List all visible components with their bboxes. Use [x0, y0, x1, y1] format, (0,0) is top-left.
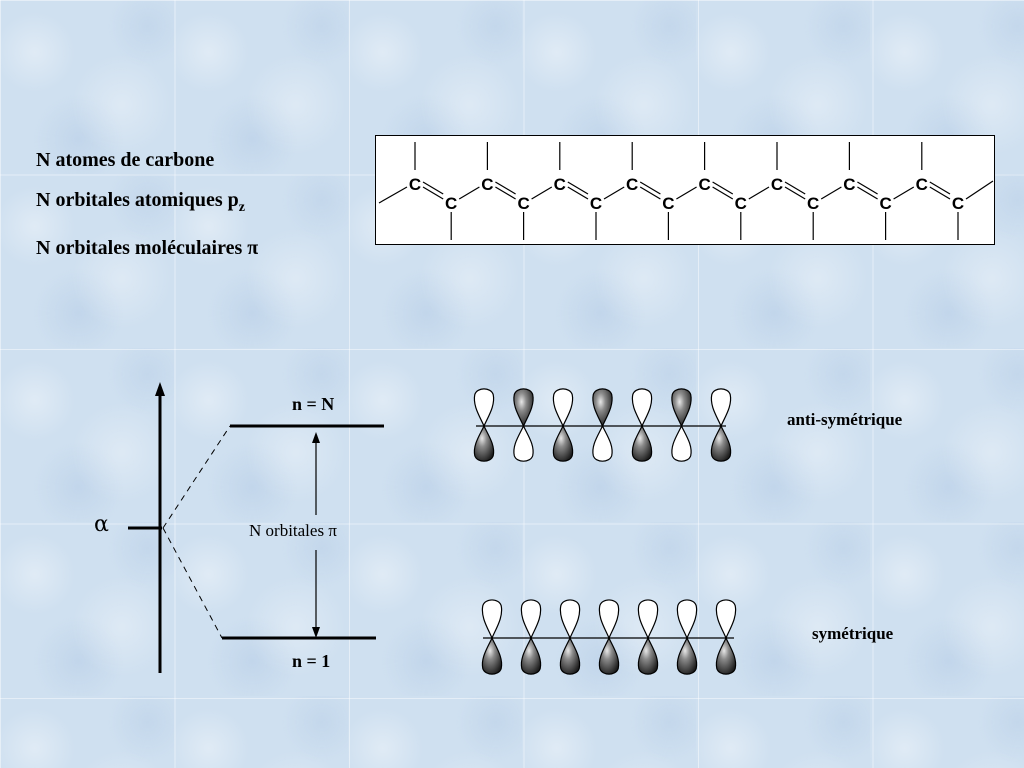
chain-carbon-atom: C	[626, 175, 638, 194]
antisymmetric-label: anti-symétrique	[787, 410, 903, 429]
chain-carbon-atom: C	[735, 194, 747, 213]
bottom-level-label: n = 1	[292, 651, 331, 671]
chain-double-bond-second-line	[422, 181, 444, 195]
chain-end-bond-right	[965, 180, 994, 200]
chain-carbon-atom: C	[517, 194, 529, 213]
chain-single-bond	[676, 186, 697, 200]
chain-single-bond	[458, 186, 480, 200]
symmetric-lobe-top	[715, 599, 737, 640]
chain-double-bond-second-line	[857, 181, 878, 195]
symmetric-lobe-bottom	[598, 636, 620, 675]
chain-double-bond	[639, 186, 661, 200]
chain-carbon-atom: C	[879, 194, 891, 213]
chain-single-bond	[893, 186, 915, 200]
chain-single-bond	[603, 186, 625, 200]
chain-carbon-atom: C	[807, 194, 819, 213]
antisymmetric-orbital-row	[473, 388, 732, 462]
chain-double-bond-second-line	[639, 181, 661, 195]
intro-line-molecular-orbitals: N orbitales moléculaires π	[36, 237, 259, 259]
chain-carbon-atom: C	[662, 194, 674, 213]
chain-carbon-atom: C	[481, 175, 493, 194]
symmetric-lobe-top	[481, 599, 503, 640]
chain-single-bond	[531, 186, 553, 200]
chain-carbon-atom: C	[698, 175, 710, 194]
intro-text: N atomes de carbone N orbitales atomique…	[36, 140, 258, 268]
symmetric-lobe-bottom	[637, 636, 659, 675]
chain-double-bond-second-line	[784, 181, 806, 195]
chain-end-bond-left	[378, 186, 408, 204]
symmetric-lobe-top	[520, 599, 542, 640]
symmetric-lobe-top	[637, 599, 659, 640]
chain-single-bond	[820, 186, 842, 200]
alpha-label: α	[94, 512, 109, 537]
dashed-connector-bottom	[162, 527, 223, 639]
chain-double-bond	[929, 186, 951, 200]
antisymmetric-lobe-top	[473, 388, 495, 428]
symmetric-lobe-bottom	[481, 636, 503, 675]
chain-double-bond	[857, 186, 878, 200]
polyene-chain-structure: C C C C C C C C C C C C C C C C	[378, 142, 994, 240]
antisymmetric-lobe-bottom	[513, 424, 534, 462]
chain-carbon-atom: C	[590, 194, 602, 213]
symmetric-lobe-top	[559, 599, 581, 640]
antisymmetric-lobe-top	[592, 388, 613, 428]
symmetric-orbital-row	[481, 599, 737, 675]
intro-line-carbon-atoms: N atomes de carbone	[36, 149, 215, 171]
dashed-connector-top	[162, 425, 231, 529]
span-arrow-down-head	[312, 627, 320, 638]
antisymmetric-lobe-bottom	[473, 424, 495, 462]
intro-line-atomic-orbitals-text: N orbitales atomiques p	[36, 189, 239, 211]
chain-double-bond-second-line	[929, 181, 951, 195]
energy-axis-arrowhead	[155, 382, 165, 396]
antisymmetric-lobe-bottom	[631, 424, 653, 462]
chain-carbon-atom: C	[952, 194, 964, 213]
chain-double-bond	[422, 186, 444, 200]
chain-carbon-atom: C	[554, 175, 566, 194]
chain-carbon-atom: C	[916, 175, 928, 194]
antisymmetric-lobe-top	[631, 388, 653, 428]
symmetric-label: symétrique	[812, 624, 894, 643]
symmetric-lobe-bottom	[715, 636, 737, 675]
top-level-label: n = N	[292, 394, 335, 414]
chain-carbon-atom: C	[843, 175, 855, 194]
chain-double-bond-second-line	[495, 181, 516, 195]
span-arrow-up-head	[312, 432, 320, 443]
polyene-chain-panel: C C C C C C C C C C C C C C C C	[375, 135, 995, 245]
chain-double-bond-second-line	[712, 181, 734, 195]
chain-single-bond	[748, 186, 770, 200]
chain-double-bond-second-line	[567, 181, 589, 195]
symmetric-lobe-bottom	[520, 636, 542, 675]
antisymmetric-lobe-bottom	[552, 424, 574, 462]
intro-line-atomic-orbitals-subscript: z	[238, 200, 246, 215]
antisymmetric-lobe-bottom	[671, 424, 692, 462]
antisymmetric-lobe-top	[710, 388, 732, 428]
chain-double-bond	[712, 186, 734, 200]
span-label: N orbitales π	[249, 521, 337, 540]
chain-carbon-atom: C	[445, 194, 457, 213]
chain-double-bond	[495, 186, 516, 200]
antisymmetric-lobe-top	[671, 388, 692, 428]
intro-line-atomic-orbitals: N orbitales atomiques pz	[36, 180, 258, 228]
symmetric-lobe-top	[676, 599, 698, 640]
chain-carbon-atom: C	[409, 175, 421, 194]
antisymmetric-lobe-bottom	[592, 424, 613, 462]
symmetric-lobe-top	[598, 599, 620, 640]
chain-carbon-atom: C	[771, 175, 783, 194]
symmetric-lobe-bottom	[559, 636, 581, 675]
chain-double-bond	[784, 186, 806, 200]
chain-double-bond	[567, 186, 589, 200]
symmetric-lobe-bottom	[676, 636, 698, 675]
antisymmetric-lobe-bottom	[710, 424, 732, 462]
antisymmetric-lobe-top	[552, 388, 574, 428]
antisymmetric-lobe-top	[513, 388, 534, 428]
